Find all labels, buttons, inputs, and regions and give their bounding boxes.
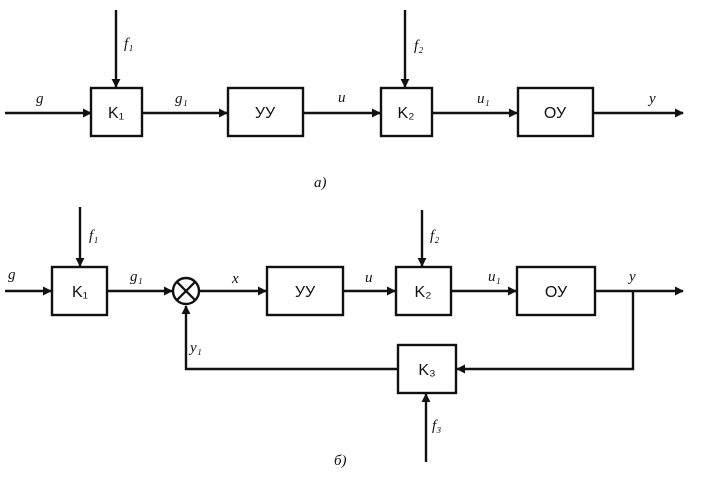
b-feedback-wire-to-summer: [181, 305, 397, 371]
b-block-oy-label: ОУ: [545, 284, 568, 301]
b-signal-f1: f₁: [89, 228, 98, 244]
b-signal-x: x: [231, 271, 239, 287]
a-signal-f1: f₁: [124, 36, 133, 52]
b-block-k1: K₁: [50, 265, 109, 317]
diagram-b: K₁ УУ K₂ ОУ K₃ g f₁ g₁ x u f₂ u₁ y: [5, 207, 684, 469]
b-block-yy-label: УУ: [295, 284, 316, 301]
b-caption: б): [334, 453, 347, 469]
b-signal-u1: u₁: [488, 269, 501, 285]
b-block-k2-label: K₂: [415, 284, 432, 301]
b-summing-junction: [171, 276, 201, 306]
a-signal-g: g: [36, 91, 44, 107]
b-signal-y1: y₁: [188, 340, 202, 356]
a-signal-u1: u₁: [477, 91, 490, 107]
a-signal-u: u: [338, 90, 346, 106]
a-block-yy: УУ: [226, 86, 305, 138]
a-caption: а): [314, 175, 327, 191]
b-block-k3: K₃: [396, 343, 458, 395]
b-signal-f3: f₃: [432, 418, 441, 434]
b-block-k3-label: K₃: [418, 362, 435, 379]
b-feedback-wire-to-k3: [456, 291, 635, 374]
b-signal-y: y: [627, 269, 636, 285]
b-signal-g1: g₁: [130, 269, 143, 285]
a-signal-f2: f₂: [414, 38, 423, 54]
b-signal-g: g: [8, 267, 16, 283]
a-block-k2-label: K₂: [398, 105, 415, 122]
a-block-oy-label: ОУ: [544, 105, 567, 122]
b-block-k2: K₂: [394, 265, 453, 317]
diagram-a: K₁ УУ K₂ ОУ g f₁ g₁ u f₂ u₁ y а): [5, 10, 684, 191]
b-block-oy: ОУ: [515, 265, 597, 317]
b-block-yy: УУ: [265, 265, 345, 317]
a-block-yy-label: УУ: [255, 105, 276, 122]
b-signal-f2: f₂: [430, 228, 439, 244]
a-block-k1-label: K₁: [108, 105, 124, 122]
a-signal-g1: g₁: [175, 91, 188, 107]
a-signal-y: y: [647, 91, 656, 107]
a-block-oy: ОУ: [516, 86, 595, 138]
a-block-k2: K₂: [379, 86, 434, 138]
b-block-k1-label: K₁: [72, 284, 88, 301]
b-signal-u: u: [365, 270, 373, 286]
a-block-k1: K₁: [89, 86, 144, 138]
